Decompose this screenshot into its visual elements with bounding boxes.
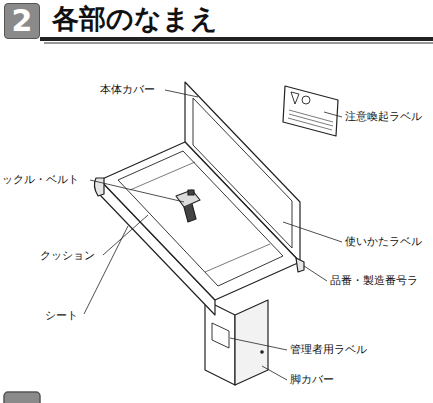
warning-label bbox=[283, 86, 338, 136]
section-badge bbox=[4, 392, 40, 403]
part-name: ックル・ベルト bbox=[2, 173, 79, 187]
buckle-belt bbox=[176, 190, 200, 207]
part-name: 管理者用ラベル bbox=[290, 343, 367, 357]
leader-lines bbox=[84, 90, 342, 380]
buckle bbox=[188, 190, 194, 195]
part-name: 使いかたラベル bbox=[345, 235, 422, 249]
part-name: 品番・製造番号ラ bbox=[330, 274, 418, 288]
end-cap bbox=[296, 258, 304, 272]
part-name: 脚カバー bbox=[290, 373, 334, 387]
part-name: シート bbox=[45, 309, 78, 323]
section-title: 各部のなまえ bbox=[52, 3, 218, 35]
buckle bbox=[184, 204, 196, 222]
part-name: 注意喚起ラベル bbox=[345, 110, 422, 124]
warning-icon bbox=[302, 96, 310, 104]
screw bbox=[261, 351, 263, 353]
leg-cover bbox=[205, 300, 235, 385]
part-name: クッション bbox=[40, 249, 95, 263]
heading-rule bbox=[40, 37, 433, 41]
section-badge: 2 bbox=[4, 3, 40, 39]
cushion-seam bbox=[130, 162, 195, 190]
heading-rule-shadow bbox=[44, 42, 433, 44]
cushion-seam bbox=[205, 244, 270, 272]
warning-icon bbox=[291, 92, 299, 104]
section-number: 2 bbox=[12, 6, 33, 36]
seat-top bbox=[100, 142, 300, 300]
admin-label bbox=[212, 323, 229, 348]
cushion bbox=[118, 151, 283, 286]
end-cap bbox=[94, 178, 104, 196]
part-name: 本体カバー bbox=[100, 83, 155, 97]
